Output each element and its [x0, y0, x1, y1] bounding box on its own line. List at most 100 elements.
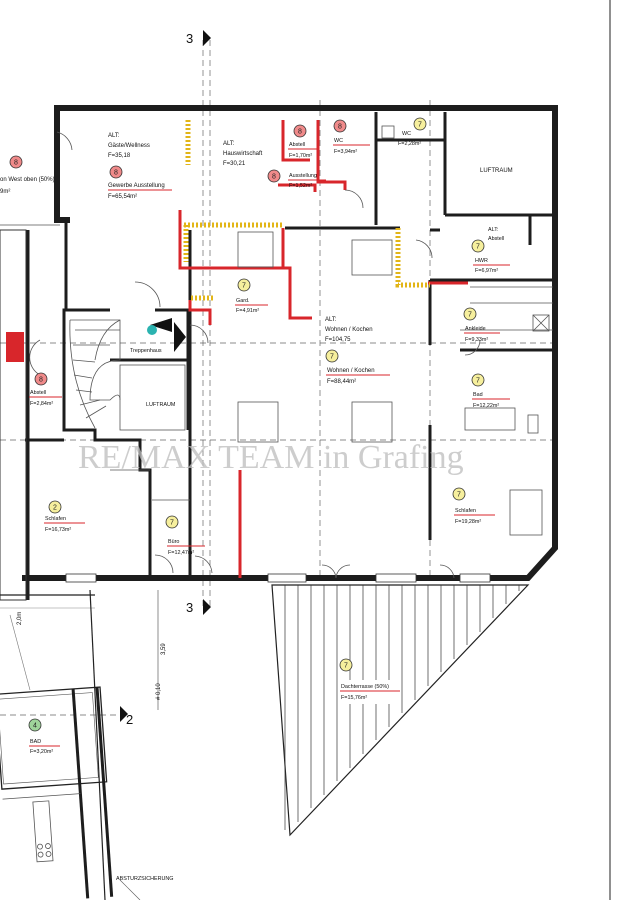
dachterrasse-area: [271, 584, 530, 837]
svg-text:Hauswirtschaft: Hauswirtschaft: [223, 151, 263, 157]
room-labels: on West oben (50%) 9m² ALT: Gäste/Wellne…: [0, 131, 513, 882]
room-badge-number: 7: [242, 283, 246, 290]
room-badge-bad: 7: [471, 373, 485, 387]
room-west-label: on West oben (50%) 9m²: [0, 177, 55, 195]
svg-text:3,59: 3,59: [161, 643, 167, 655]
new-walls-red: [178, 120, 468, 578]
room-badge-number: 7: [418, 122, 422, 129]
room-gard-label: Gard. F=4,91m²: [235, 298, 268, 314]
svg-text:Gard.: Gard.: [236, 298, 249, 304]
room-wc-right-label: WC F=2,28m²: [398, 131, 421, 147]
svg-text:BAD: BAD: [30, 739, 41, 745]
svg-text:ALT:: ALT:: [108, 133, 120, 139]
svg-text:HWR: HWR: [475, 258, 488, 264]
svg-text:2,0m: 2,0m: [17, 612, 23, 625]
room-buero-label: Büro F=12,47m²: [167, 539, 205, 556]
room-badge-ausstellung: 8: [267, 169, 281, 183]
svg-text:F=12,47m²: F=12,47m²: [168, 550, 194, 556]
svg-text:F=1,70m²: F=1,70m²: [289, 153, 312, 159]
room-badge-number: 7: [476, 244, 480, 251]
svg-text:F=2,84m²: F=2,84m²: [30, 401, 53, 407]
svg-text:Gewerbe Ausstellung: Gewerbe Ausstellung: [108, 183, 165, 189]
room-badge-wohnen: 7: [325, 349, 339, 363]
svg-text:ABSTURZSICHERUNG: ABSTURZSICHERUNG: [116, 876, 174, 882]
svg-text:Dachterrasse (50%): Dachterrasse (50%): [341, 684, 389, 690]
svg-text:on West oben (50%): on West oben (50%): [0, 177, 55, 183]
room-badge-abstell-left: 8: [34, 372, 48, 386]
svg-text:WC: WC: [402, 131, 411, 137]
svg-text:3: 3: [186, 31, 193, 46]
removed-walls: [183, 120, 430, 301]
svg-text:F=65,54m²: F=65,54m²: [108, 194, 137, 200]
room-abstell-left-label: Abstell F=2,84m²: [29, 390, 62, 407]
exterior-walls: [0, 105, 558, 601]
room-badge-wc-right: 7: [413, 117, 427, 131]
room-badge-alt-abstell: 7: [471, 239, 485, 253]
room-bad-label: Bad F=12,22m²: [472, 392, 510, 409]
room-badge-number: 7: [476, 378, 480, 385]
dimension-labels: 2,0m 3,59 # 0,10: [17, 590, 167, 710]
room-wohnen-alt-label: ALT: Wohnen / Kochen F=104,75: [325, 317, 373, 343]
room-badge-west: 8: [9, 155, 23, 169]
room-badge-bad-lower: 4: [28, 718, 42, 732]
room-badge-number: 8: [39, 377, 43, 384]
room-schlafen-right-label: Schlafen F=19,28m²: [454, 508, 495, 525]
svg-text:Treppenhaus: Treppenhaus: [130, 348, 162, 354]
room-badge-number: 8: [114, 170, 118, 177]
svg-text:F=19,28m²: F=19,28m²: [455, 519, 481, 525]
room-badge-number: 8: [272, 174, 276, 181]
svg-text:Büro: Büro: [168, 539, 179, 545]
svg-text:2: 2: [126, 712, 133, 727]
svg-text:Schlafen: Schlafen: [455, 508, 476, 514]
lower-left-lines: [0, 589, 141, 900]
svg-text:F=3,94m²: F=3,94m²: [334, 149, 357, 155]
room-luftraum-top-label: LUFTRAUM: [480, 168, 513, 174]
svg-text:LUFTRAUM: LUFTRAUM: [480, 168, 513, 174]
room-alt-abstell-label: ALT: Abstell HWR F=6,97m²: [473, 227, 510, 274]
room-badge-abstell-top: 8: [293, 124, 307, 138]
room-badge-number: 8: [338, 124, 342, 131]
room-hauswirtschaft-label: ALT: Hauswirtschaft F=30,21: [223, 141, 263, 167]
ceiling-squares: [237, 231, 393, 443]
watermark: RE/MAX TEAM in Grafing: [78, 439, 464, 476]
svg-text:9m²: 9m²: [0, 189, 10, 195]
svg-text:F=4,91m²: F=4,91m²: [236, 308, 259, 314]
svg-text:Ankleide: Ankleide: [465, 326, 486, 332]
svg-text:Ausstellung: Ausstellung: [289, 173, 317, 179]
doors: [29, 131, 481, 579]
svg-text:Abstell: Abstell: [30, 390, 46, 396]
room-treppenhaus-label: Treppenhaus: [130, 348, 162, 354]
room-badge-number: 8: [14, 160, 18, 167]
svg-text:F=3,20m²: F=3,20m²: [30, 749, 53, 755]
staircase: [69, 318, 186, 431]
room-gewerbe-label: Gewerbe Ausstellung F=65,54m²: [108, 183, 172, 200]
svg-text:F=12,22m²: F=12,22m²: [473, 403, 499, 409]
svg-text:ALT:: ALT:: [223, 141, 235, 147]
svg-text:Wohnen / Kochen: Wohnen / Kochen: [325, 327, 373, 333]
room-badge-buero: 7: [165, 515, 179, 529]
svg-text:WC: WC: [334, 138, 343, 144]
svg-text:F=15,76m²: F=15,76m²: [341, 695, 367, 701]
room-badge-dachterrasse: 7: [339, 658, 353, 672]
room-wohnen-label: Wohnen / Kochen F=88,44m²: [326, 368, 390, 385]
svg-text:Wohnen / Kochen: Wohnen / Kochen: [327, 368, 375, 374]
room-badge-ankleide: 7: [463, 307, 477, 321]
room-luftraum-stair-label: LUFTRAUM: [146, 402, 176, 408]
svg-text:Abstell: Abstell: [289, 142, 305, 148]
room-gaeste-label: ALT: Gäste/Wellness F=35,18: [108, 133, 150, 159]
interior-walls: [110, 112, 553, 578]
room-wc-mid-label: WC F=3,94m²: [333, 138, 370, 155]
room-badge-number: 4: [33, 723, 37, 730]
svg-text:F=104,75: F=104,75: [325, 337, 351, 343]
room-ankleide-label: Ankleide F=9,33m²: [464, 326, 500, 343]
svg-text:F=88,44m²: F=88,44m²: [327, 379, 356, 385]
svg-text:F=1,52m²: F=1,52m²: [289, 183, 312, 189]
svg-text:3: 3: [186, 600, 193, 615]
svg-text:F=9,33m²: F=9,33m²: [465, 337, 488, 343]
svg-text:F=2,28m²: F=2,28m²: [398, 141, 421, 147]
room-badge-number: 8: [298, 129, 302, 136]
room-badge-number: 7: [468, 312, 472, 319]
room-bad-lower-label: BAD F=3,20m²: [29, 739, 60, 755]
svg-text:F=16,73m²: F=16,73m²: [45, 527, 71, 533]
